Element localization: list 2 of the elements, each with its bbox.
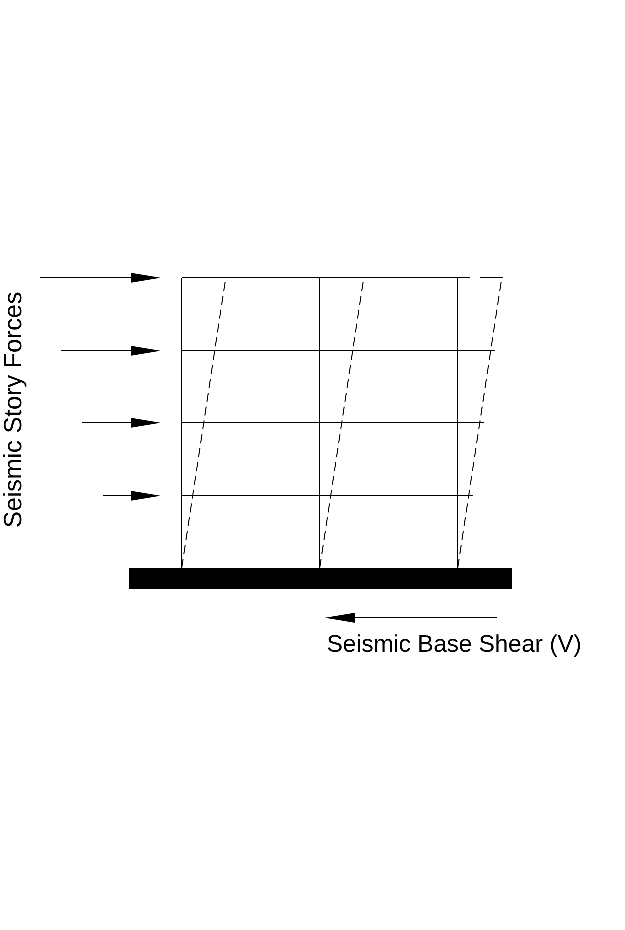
- base-shear-label: Seismic Base Shear (V): [327, 631, 582, 659]
- story-forces-label: Seismic Story Forces: [0, 292, 28, 528]
